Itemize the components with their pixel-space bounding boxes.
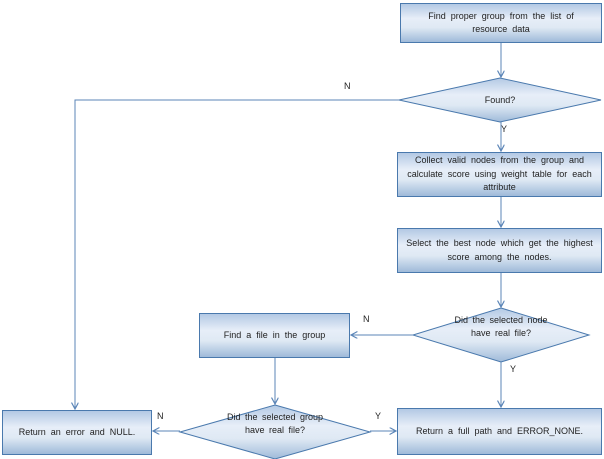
process-select-best-node: Select the best node which get the highe… xyxy=(397,228,602,273)
edge-label-group-no: N xyxy=(157,411,164,421)
edge-label-group-yes: Y xyxy=(375,411,382,421)
process-find-file-in-group: Find a file in the group xyxy=(199,313,350,358)
edge-label-node-yes: Y xyxy=(510,364,517,374)
edge-label-found-no: N xyxy=(344,81,351,91)
decision-node-has-file-shape xyxy=(411,307,591,363)
process-find-group: Find proper group from the list of resou… xyxy=(400,3,602,43)
connector-found-no-to-return-error xyxy=(75,99,399,409)
decision-group-has-file-shape xyxy=(178,404,372,459)
process-collect-valid-nodes: Collect valid nodes from the group and c… xyxy=(397,152,602,197)
process-return-full-path: Return a full path and ERROR_NONE. xyxy=(397,408,602,455)
process-return-error-null: Return an error and NULL. xyxy=(2,410,152,455)
decision-found-shape xyxy=(398,77,602,123)
edge-label-found-yes: Y xyxy=(501,124,508,134)
edge-label-node-no: N xyxy=(363,314,370,324)
